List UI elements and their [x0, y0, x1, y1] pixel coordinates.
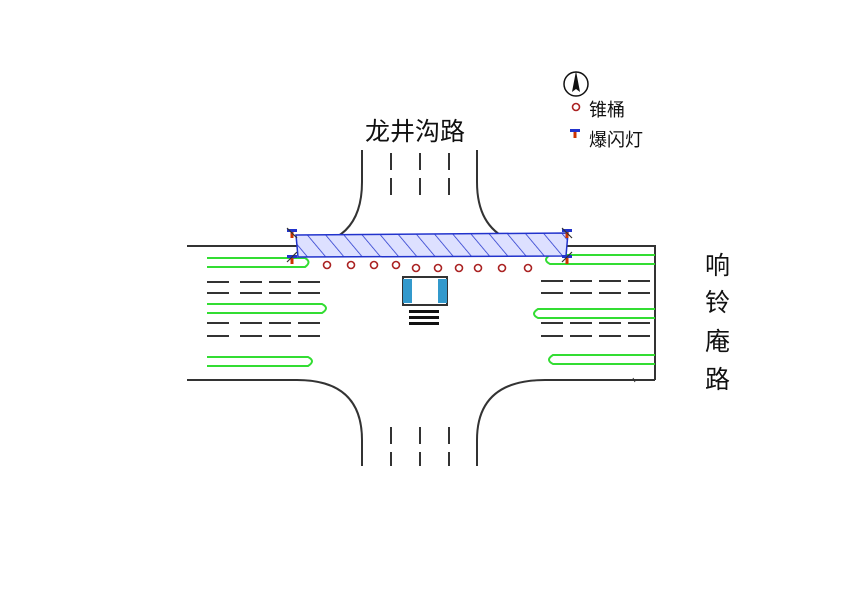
traffic-cone: [473, 263, 483, 273]
west-lane-dashes: [207, 281, 320, 337]
flash-light-icon: [570, 129, 580, 138]
traffic-cone: [433, 263, 443, 273]
west-green-marking: [207, 356, 313, 367]
road-edge-sw: [187, 379, 363, 466]
traffic-cone: [454, 263, 464, 273]
north-lane-dashes: [390, 153, 450, 195]
west-green-marking: [207, 303, 327, 314]
traffic-cone: [346, 260, 356, 270]
east-road-char-4: 路: [705, 365, 730, 394]
work-vehicle: [402, 276, 448, 325]
east-lane-dashes: [541, 280, 650, 337]
traffic-cone: [391, 260, 401, 270]
south-lane-dashes: [390, 427, 450, 466]
flash-light: [570, 129, 580, 138]
work-zone: [295, 232, 569, 258]
east-road-char-1: 响: [705, 251, 730, 280]
east-green-markings: [533, 254, 655, 365]
west-green-markings: [207, 257, 327, 367]
flash-lights: [286, 227, 573, 264]
flash-light-bracket: [561, 227, 573, 239]
north-road-label: 龙井沟路: [365, 117, 465, 146]
traffic-cone: [497, 263, 507, 273]
flash-light: [562, 229, 572, 238]
east-road-char-2: 铃: [705, 288, 730, 317]
traffic-cone-icon: [571, 102, 581, 112]
traffic-cone: [523, 263, 533, 273]
east-green-marking: [548, 354, 655, 365]
traffic-cone: [411, 263, 421, 273]
east-road-label: 响 铃 庵 路: [705, 251, 730, 394]
flash-light-bracket: [561, 251, 573, 263]
vehicle-bar-3: [409, 322, 439, 325]
traffic-cones: [322, 260, 533, 273]
road-edge-nw: [187, 150, 363, 247]
traffic-cone: [369, 260, 379, 270]
traffic-cone: [322, 260, 332, 270]
vehicle-cab-right: [438, 279, 447, 303]
flash-light: [287, 229, 297, 238]
vehicle-bar-2: [409, 316, 439, 319]
small-tick: [632, 377, 636, 383]
legend: 锥桶 爆闪灯: [563, 71, 643, 151]
vehicle-cab-left: [403, 279, 412, 303]
legend-cone-label: 锥桶: [589, 100, 625, 121]
north-arrow-icon: [563, 71, 589, 97]
legend-flash-label: 爆闪灯: [589, 130, 643, 151]
work-zone-hatching: [296, 233, 568, 257]
flash-light-bracket: [286, 227, 298, 239]
road-edge-se: [476, 379, 655, 466]
flash-light-bracket: [286, 251, 298, 263]
east-road-char-3: 庵: [705, 327, 730, 356]
vehicle-bar-1: [409, 310, 439, 313]
west-green-marking: [207, 257, 310, 268]
east-green-marking: [533, 308, 655, 319]
